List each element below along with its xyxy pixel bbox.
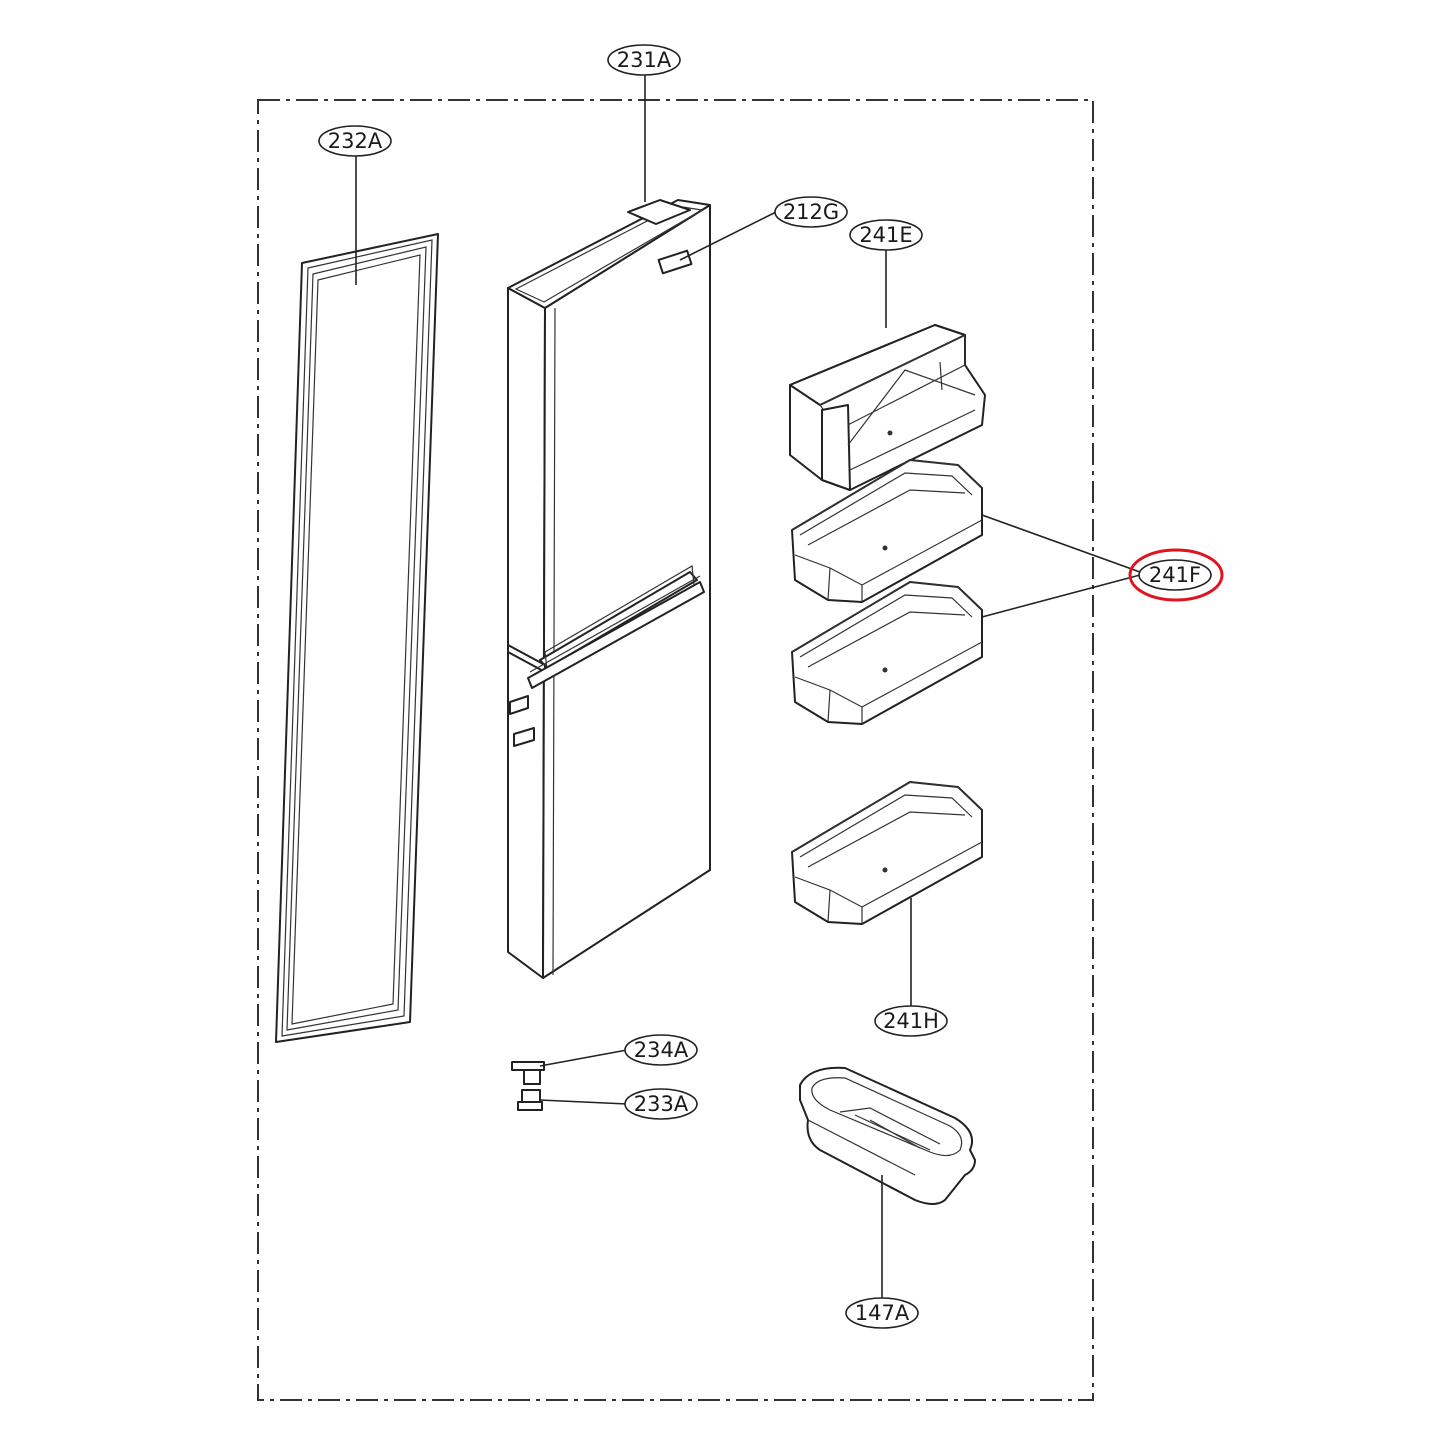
callout-233A[interactable]: 233A <box>624 1088 698 1120</box>
callout-241F[interactable]: 241F <box>1138 559 1212 591</box>
boundary-frame <box>257 99 1094 1401</box>
callout-212G-text: 212G <box>783 200 839 224</box>
callout-212G[interactable]: 212G <box>774 196 848 228</box>
callout-232A-text: 232A <box>328 129 383 153</box>
leader-lines <box>355 73 1141 1298</box>
callout-231A-text: 231A <box>617 48 672 72</box>
hinge-cap-part <box>511 1061 545 1085</box>
covered-door-bin-part <box>789 324 986 491</box>
callout-241E[interactable]: 241E <box>849 219 923 251</box>
callout-234A[interactable]: 234A <box>624 1034 698 1066</box>
callout-233A-text: 233A <box>634 1092 689 1116</box>
callout-241E-text: 241E <box>859 223 912 247</box>
callout-241H[interactable]: 241H <box>874 1005 948 1037</box>
callout-147A-text: 147A <box>855 1301 910 1325</box>
door-bin-lower-part <box>791 781 983 925</box>
small-basket-part <box>799 1066 976 1205</box>
callout-231A[interactable]: 231A <box>607 44 681 76</box>
callout-147A[interactable]: 147A <box>845 1297 919 1329</box>
label-sticker-part <box>657 249 693 275</box>
callout-234A-text: 234A <box>634 1038 689 1062</box>
door-bin-upper-part <box>791 459 983 603</box>
callout-232A[interactable]: 232A <box>318 125 392 157</box>
hinge-bushing-part <box>517 1089 543 1111</box>
door-assembly-part <box>507 199 711 979</box>
door-gasket-part <box>275 233 439 1043</box>
callout-241H-text: 241H <box>883 1009 939 1033</box>
callout-241F-text: 241F <box>1149 563 1201 587</box>
highlight-circle <box>1128 548 1224 602</box>
door-bin-middle-part <box>791 581 983 725</box>
